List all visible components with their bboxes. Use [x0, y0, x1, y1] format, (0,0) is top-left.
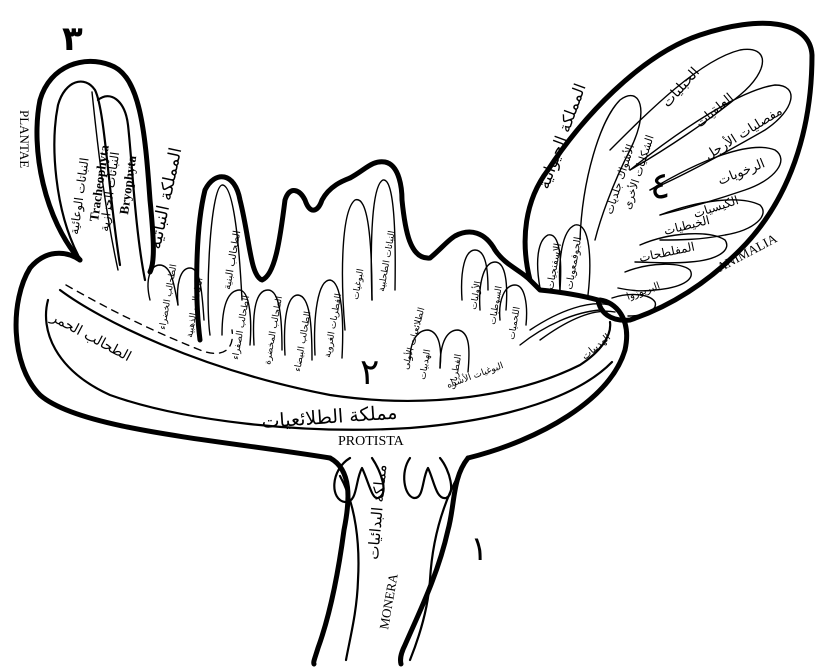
protista-label-13: اللحميات: [507, 306, 523, 340]
animal-label-12: الهدبيات: [580, 332, 613, 362]
label-animalia-arabic: المملكة الحيوانية: [534, 81, 591, 192]
protista-label-9: الهدبيات: [418, 349, 433, 381]
protista-label-5: الطحالب البيضاء: [293, 311, 313, 373]
label-protista-latin: PROTISTA: [338, 434, 405, 449]
protista-label-7: البوغيات: [351, 268, 366, 301]
protista-label-3: الطحالب الصفراء: [231, 295, 252, 361]
number-animalia: ٤: [650, 163, 670, 207]
animal-label-1: العلقيات: [693, 91, 737, 131]
label-monera-latin: MONERA: [376, 572, 401, 631]
monera-stem-left: [314, 458, 348, 664]
label-plantae-latin: PLANTAE: [17, 110, 32, 168]
number-plantae: ٣: [62, 19, 83, 59]
protista-label-11: الأوليات: [467, 280, 484, 310]
protista-label-12: السوطيات: [488, 285, 505, 325]
number-protista: ٢: [360, 352, 379, 393]
animal-label-7: الجوفمعويات: [564, 236, 584, 290]
number-monera: ١: [470, 529, 488, 569]
animal-label-6: المفلطحات: [638, 239, 696, 264]
protista-label-6: الفطريات الغروية: [323, 293, 344, 359]
monera-base-loop-right: [404, 458, 451, 498]
animal-label-11: البريوزوا: [625, 281, 661, 303]
label-protista-arabic: مملكة الطلائعيات: [261, 402, 398, 433]
label-monera-arabic: مملكة البدائيات: [364, 464, 390, 561]
protista-finger-lines: [148, 180, 527, 372]
monera-stem-right: [400, 458, 468, 664]
label-animalia-latin: ANIMALIA: [714, 230, 780, 274]
animal-label-0: الحبليات: [659, 64, 703, 110]
